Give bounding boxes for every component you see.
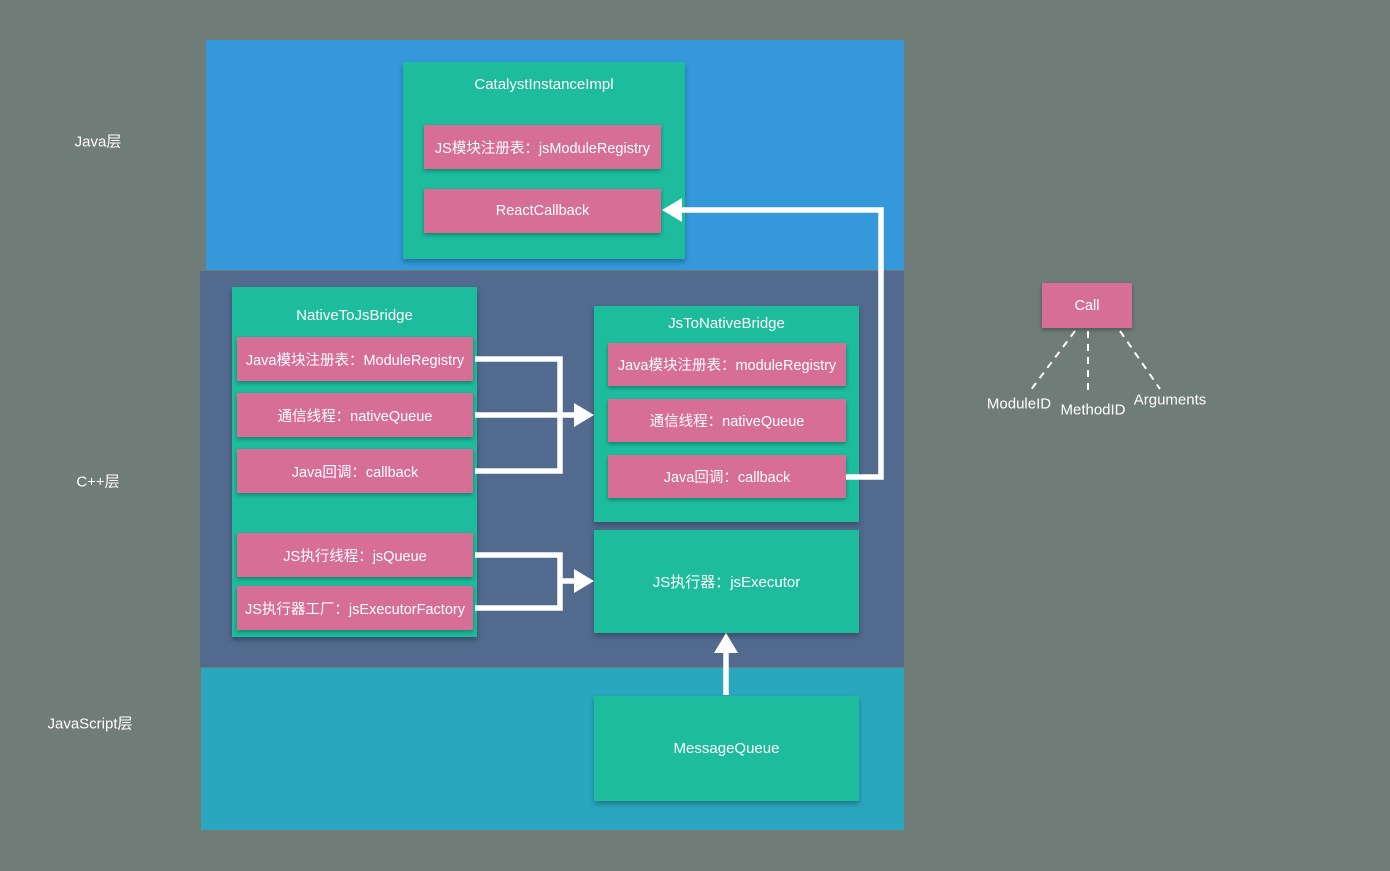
call-box: Call bbox=[1042, 283, 1132, 328]
js-executor-box: JS执行器：jsExecutor bbox=[594, 530, 859, 633]
java-callback-item: Java回调：callback bbox=[237, 449, 473, 493]
js-executor-factory-item: JS执行器工厂：jsExecutorFactory bbox=[237, 586, 473, 630]
call-child-moduleid: ModuleID bbox=[986, 395, 1052, 413]
native-queue-item2: 通信线程：nativeQueue bbox=[608, 399, 846, 442]
javascript-layer-label: JavaScript层 bbox=[47, 715, 133, 733]
catalyst-instance-title: CatalystInstanceImpl bbox=[474, 76, 614, 93]
js-queue-item: JS执行线程：jsQueue bbox=[237, 533, 473, 577]
module-registry-item2: Java模块注册表：moduleRegistry bbox=[608, 343, 846, 386]
message-queue-box: MessageQueue bbox=[594, 696, 859, 801]
call-dashed-links bbox=[1029, 330, 1161, 392]
native-to-js-bridge-title: NativeToJsBridge bbox=[296, 307, 413, 324]
react-callback-item: ReactCallback bbox=[424, 189, 661, 233]
message-queue-label: MessageQueue bbox=[673, 740, 780, 757]
java-layer-label: Java层 bbox=[74, 133, 122, 151]
js-executor-label: JS执行器：jsExecutor bbox=[652, 574, 801, 591]
call-child-arguments: Arguments bbox=[1133, 391, 1207, 409]
js-to-native-bridge-box: JsToNativeBridge Java模块注册表：moduleRegistr… bbox=[594, 306, 859, 522]
js-to-native-bridge-title: JsToNativeBridge bbox=[668, 315, 785, 332]
call-child-methodid: MethodID bbox=[1060, 401, 1126, 419]
catalyst-instance-box: CatalystInstanceImpl JS模块注册表：jsModuleReg… bbox=[403, 62, 685, 259]
native-queue-item: 通信线程：nativeQueue bbox=[237, 393, 473, 437]
java-callback-item2: Java回调：callback bbox=[608, 455, 846, 498]
module-registry-item: Java模块注册表：ModuleRegistry bbox=[237, 337, 473, 381]
cpp-layer-label: C++层 bbox=[76, 473, 120, 491]
native-to-js-bridge-box: NativeToJsBridge Java模块注册表：ModuleRegistr… bbox=[232, 287, 477, 637]
js-module-registry-item: JS模块注册表：jsModuleRegistry bbox=[424, 125, 661, 169]
